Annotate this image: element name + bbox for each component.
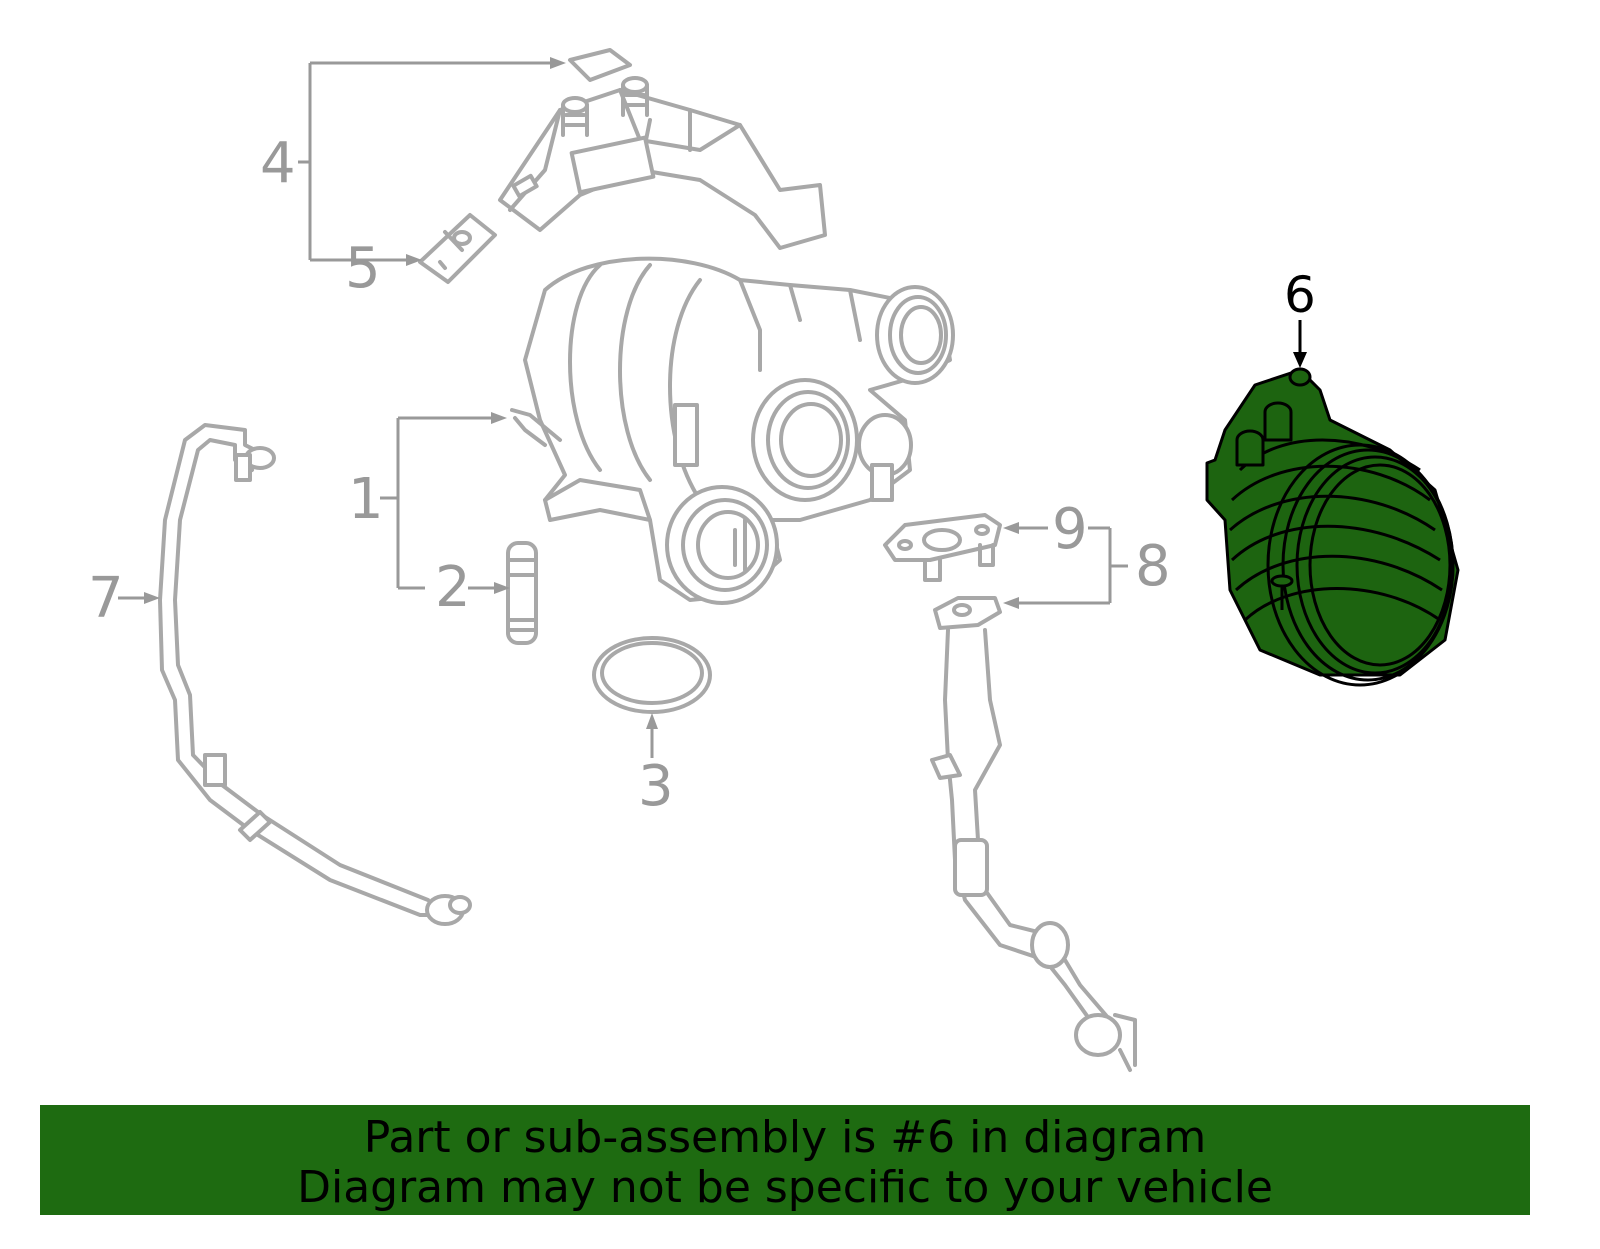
leader-3 (646, 713, 658, 758)
callout-9: 9 (1052, 497, 1088, 562)
part-2-stud[interactable] (506, 541, 538, 645)
callout-7: 7 (88, 566, 124, 631)
part-3-gasket-ring[interactable] (592, 636, 712, 714)
callout-4: 4 (260, 131, 296, 196)
leader-1 (380, 412, 507, 590)
callout-3: 3 (638, 754, 674, 819)
leader-6 (1293, 320, 1307, 368)
callout-2: 2 (435, 555, 471, 620)
leader-9-8 (1003, 522, 1128, 609)
callout-5: 5 (345, 236, 381, 301)
callout-8: 8 (1135, 534, 1171, 599)
part-8-oil-return-tube[interactable] (930, 596, 1137, 1072)
part-1-turbocharger[interactable] (510, 256, 955, 605)
leader-2 (468, 582, 510, 594)
part-6-highlighted[interactable] (1205, 367, 1460, 687)
leader-4 (298, 57, 566, 266)
part-7-oil-line[interactable] (158, 423, 472, 926)
callout-1: 1 (348, 467, 384, 532)
leader-7 (118, 592, 160, 604)
part-5-clip[interactable] (418, 213, 497, 284)
banner-line-1: Part or sub-assembly is #6 in diagram (363, 1112, 1207, 1163)
part-9-flange-gasket[interactable] (883, 513, 1002, 582)
banner-line-2: Diagram may not be specific to your vehi… (297, 1162, 1273, 1213)
part-4-bracket[interactable] (498, 48, 827, 250)
info-banner: Part or sub-assembly is #6 in diagram Di… (40, 1105, 1530, 1215)
callout-6: 6 (1284, 266, 1316, 324)
